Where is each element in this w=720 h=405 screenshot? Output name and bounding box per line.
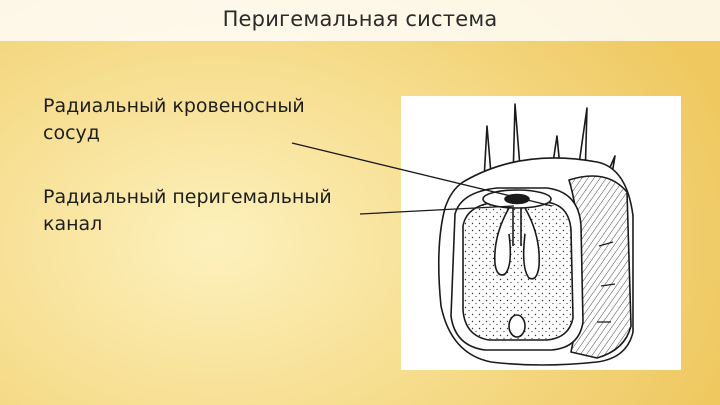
pointer-line-blood-vessel [292,143,552,206]
pointer-line-perihemal-canal [360,206,514,214]
